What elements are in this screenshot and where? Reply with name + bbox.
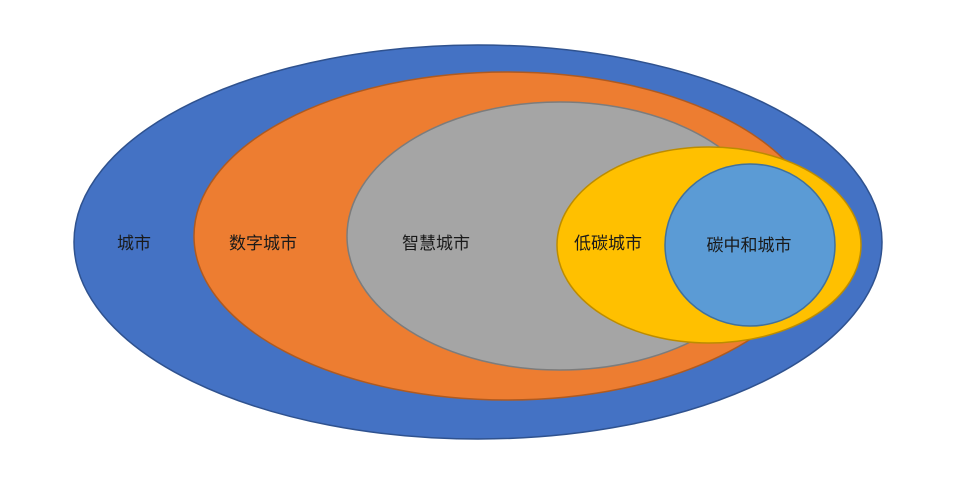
carbon-neutral-city-ellipse	[664, 163, 836, 327]
digital-city-label: 数字城市	[229, 234, 297, 254]
city-label: 城市	[117, 234, 151, 254]
low-carbon-city-label: 低碳城市	[574, 234, 642, 254]
carbon-neutral-city-label: 碳中和城市	[707, 236, 792, 256]
smart-city-label: 智慧城市	[402, 234, 470, 254]
